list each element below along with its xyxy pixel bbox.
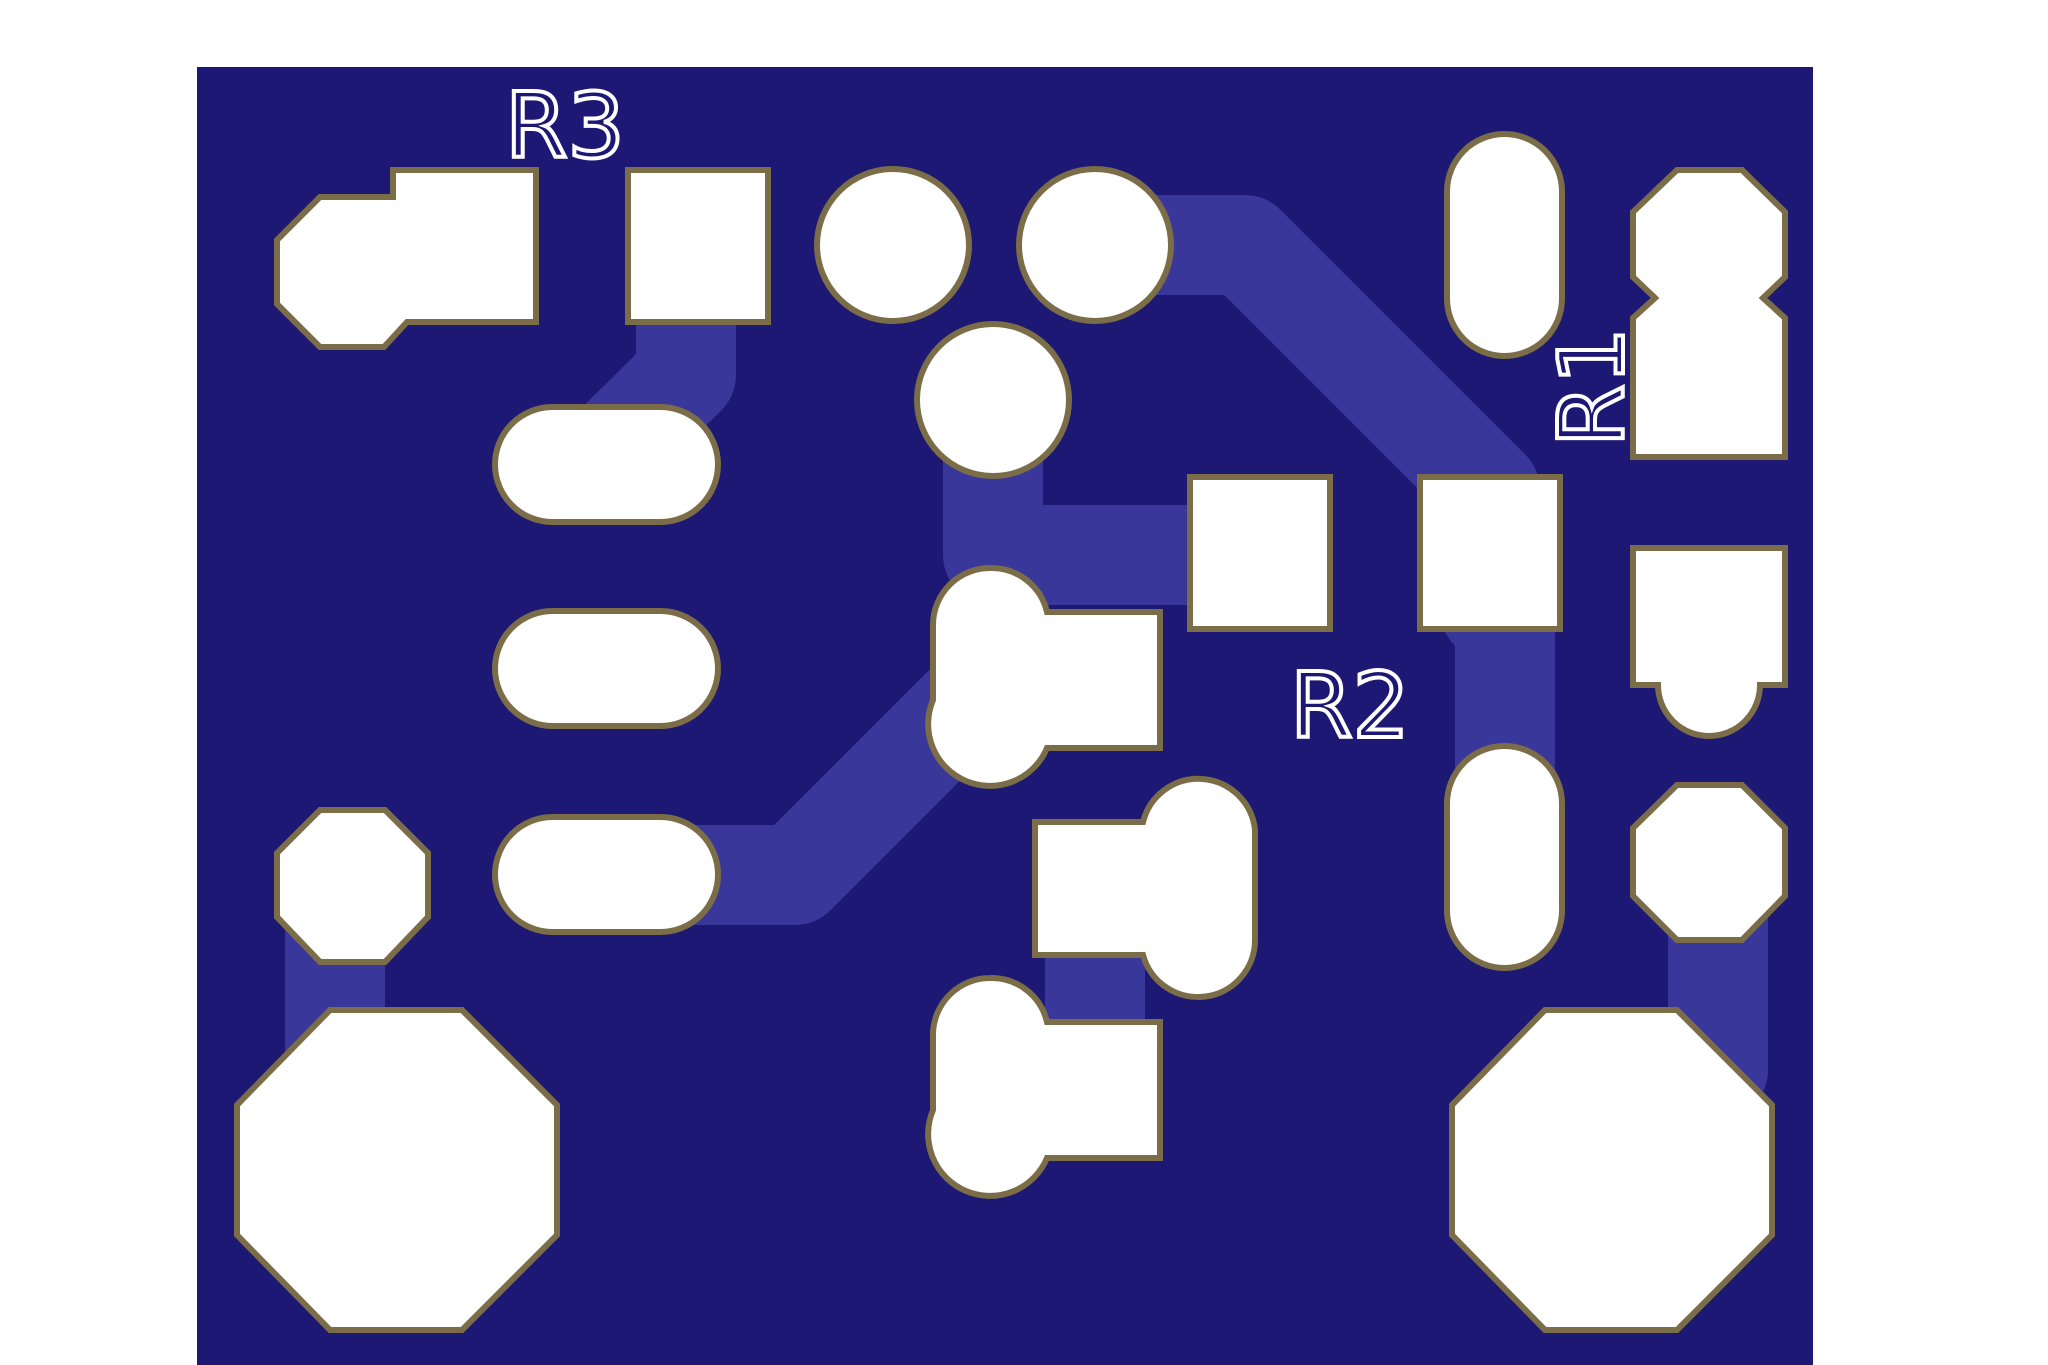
silk-label-r3: R3: [505, 74, 625, 179]
pad-r1-2: [1630, 545, 1788, 739]
pad-oblong-2: [492, 608, 721, 729]
pad-r1-1: [1630, 167, 1788, 460]
pad-round-3: [914, 321, 1072, 479]
pad-vertical-top: [1444, 131, 1565, 359]
pad-mid-right: [1032, 775, 1258, 1001]
pad-left-small: [274, 807, 431, 965]
pad-large-right: [1449, 1007, 1775, 1333]
pad-mid-upper: [925, 564, 1163, 789]
pad-r2-1: [1187, 474, 1333, 632]
pad-r3-2: [625, 167, 771, 325]
pad-r3-1: [274, 167, 539, 350]
pad-mid-lower: [925, 974, 1163, 1199]
silk-label-r2: R2: [1290, 654, 1410, 759]
pad-large-left: [234, 1007, 560, 1333]
pad-vertical-bottom: [1444, 743, 1565, 971]
pad-round-1: [814, 166, 972, 324]
pad-r2-2: [1417, 474, 1563, 632]
pads: [234, 131, 1788, 1333]
pad-oblong-1: [492, 404, 721, 525]
pad-round-2: [1016, 166, 1174, 324]
silk-label-r1: R1: [1540, 327, 1645, 447]
pad-r1-round: [1630, 782, 1788, 943]
pad-oblong-3: [492, 814, 721, 935]
